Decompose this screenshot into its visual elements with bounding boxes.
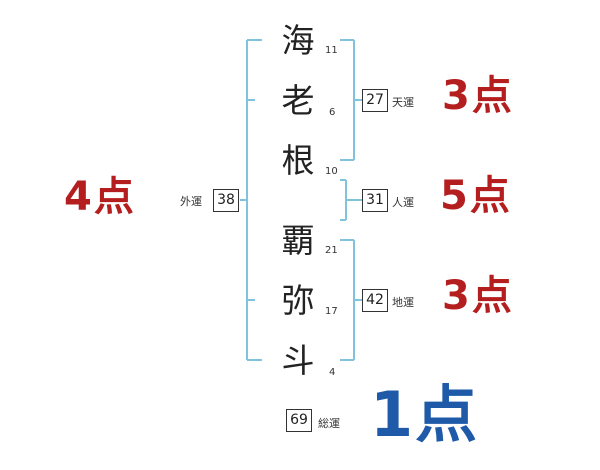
heaven-bracket	[340, 39, 362, 161]
name-char-3: 根	[281, 141, 315, 180]
person-label: 人運	[392, 196, 414, 209]
name-char-1: 海	[281, 21, 315, 60]
stroke-count-1: 11	[325, 45, 338, 56]
name-char-4: 覇	[281, 221, 315, 260]
earth-bracket	[340, 239, 362, 361]
total-value-box: 69	[286, 409, 312, 432]
name-char-6: 斗	[281, 341, 315, 380]
outer-label: 外運	[180, 195, 202, 208]
outer-value-box: 38	[213, 189, 239, 212]
heaven-value-box: 27	[362, 89, 388, 112]
earth-value-box: 42	[362, 289, 388, 312]
person-bracket	[340, 179, 362, 221]
stroke-count-2: 6	[329, 107, 336, 118]
name-char-2: 老	[281, 81, 315, 120]
stroke-count-6: 4	[329, 367, 336, 378]
heaven-label: 天運	[392, 96, 414, 109]
earth-score: 3点	[442, 273, 514, 319]
stroke-count-3: 10	[325, 166, 338, 177]
total-label: 総運	[318, 417, 340, 430]
name-char-5: 弥	[281, 281, 315, 320]
total-score: 1点	[370, 378, 480, 451]
heaven-score: 3点	[442, 73, 514, 119]
outer-score: 4点	[64, 174, 136, 220]
stroke-count-4: 21	[325, 245, 338, 256]
person-score: 5点	[440, 173, 512, 219]
earth-label: 地運	[392, 296, 414, 309]
stroke-count-5: 17	[325, 306, 338, 317]
outer-bracket	[240, 39, 262, 361]
person-value-box: 31	[362, 189, 388, 212]
